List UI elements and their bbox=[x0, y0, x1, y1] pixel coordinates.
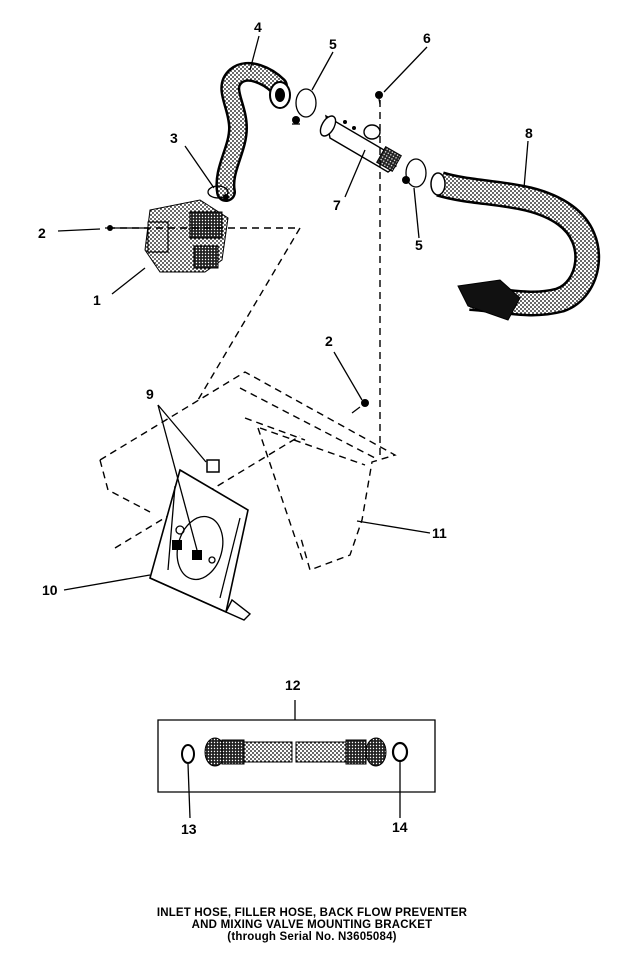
callout-11: 11 bbox=[432, 525, 447, 541]
part-1-mixing-valve bbox=[105, 199, 229, 273]
callout-1: 1 bbox=[93, 292, 101, 308]
callout-7: 7 bbox=[333, 197, 341, 213]
caption-line-1: INLET HOSE, FILLER HOSE, BACK FLOW PREVE… bbox=[156, 907, 468, 919]
part-12-inlet-hose-kit bbox=[157, 700, 436, 793]
part-11-console-outline bbox=[99, 100, 397, 571]
callout-8: 8 bbox=[525, 125, 533, 141]
diagram-caption: INLET HOSE, FILLER HOSE, BACK FLOW PREVE… bbox=[0, 907, 624, 943]
caption-line-2: AND MIXING VALVE MOUNTING BRACKET bbox=[191, 919, 433, 931]
callout-12: 12 bbox=[285, 677, 301, 693]
callout-14: 14 bbox=[392, 819, 408, 835]
part-3-clamp bbox=[207, 185, 229, 200]
callout-3: 3 bbox=[170, 130, 178, 146]
part-4-hose bbox=[215, 61, 291, 202]
part-2-screw-lower bbox=[351, 399, 369, 414]
callout-2-lower: 2 bbox=[325, 333, 333, 349]
part-5-clamp-lower bbox=[402, 158, 427, 188]
part-5-clamp-upper bbox=[292, 88, 317, 125]
part-8-filler-hose bbox=[430, 171, 601, 321]
callout-10: 10 bbox=[42, 582, 58, 598]
callout-4: 4 bbox=[254, 19, 262, 35]
callout-9: 9 bbox=[146, 386, 154, 402]
callout-2-upper: 2 bbox=[38, 225, 46, 241]
leader-lines bbox=[57, 35, 529, 819]
part-10-mounting-bracket bbox=[149, 459, 252, 621]
callout-13: 13 bbox=[181, 821, 197, 837]
callout-6: 6 bbox=[423, 30, 431, 46]
part-6-screw bbox=[375, 91, 383, 105]
caption-line-3: (through Serial No. N3605084) bbox=[227, 931, 397, 943]
callout-5-upper: 5 bbox=[329, 36, 337, 52]
part-7-back-flow-preventer bbox=[319, 114, 402, 173]
callout-5-lower: 5 bbox=[415, 237, 423, 253]
